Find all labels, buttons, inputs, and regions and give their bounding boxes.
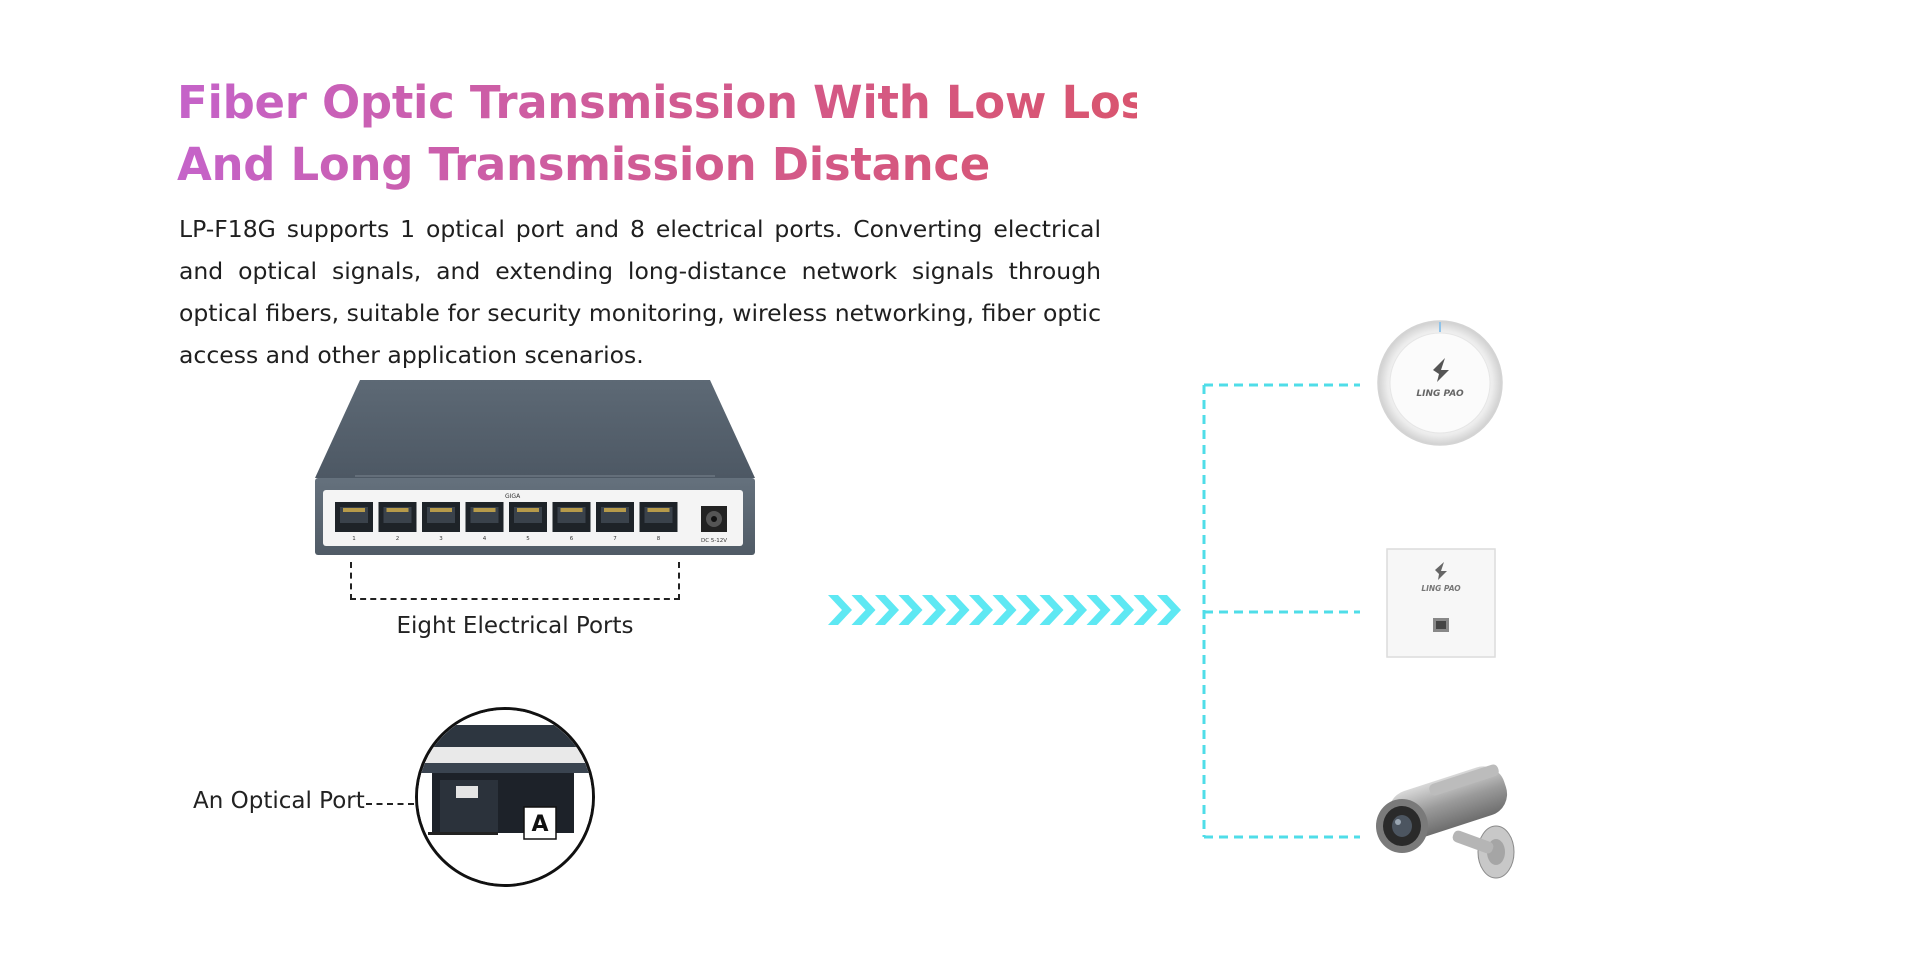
page-title-line-1: Fiber Optic Transmission With Low Loss bbox=[177, 76, 1174, 129]
switch-brand-label: GIGA bbox=[505, 493, 521, 500]
chevron-right-icon bbox=[1157, 595, 1181, 625]
port-number: 4 bbox=[483, 536, 487, 542]
product-description: LP-F18G supports 1 optical port and 8 el… bbox=[179, 215, 1101, 369]
chevron-right-icon bbox=[1110, 595, 1134, 625]
chevron-right-icon bbox=[969, 595, 993, 625]
chevron-right-icon bbox=[1086, 595, 1111, 625]
network-switch-image: GIGA 1 2 3 4 5 6 7 8 DC 5-12V bbox=[315, 380, 755, 555]
panel-ap-logo: LING PAO bbox=[1421, 584, 1461, 593]
cctv-camera-icon bbox=[1376, 764, 1515, 879]
chevron-right-icon bbox=[1039, 595, 1064, 625]
chevron-right-icon bbox=[1016, 595, 1040, 625]
optical-port-label: An Optical Port bbox=[193, 788, 365, 814]
chevron-right-icon bbox=[851, 595, 876, 625]
rj45-port: 3 bbox=[422, 502, 460, 542]
page-title: Fiber Optic Transmission With Low Loss A… bbox=[177, 72, 1137, 196]
chevron-right-icon bbox=[875, 595, 899, 625]
chevron-right-icon bbox=[898, 595, 923, 625]
port-number: 5 bbox=[526, 536, 530, 542]
optical-port-letter: A bbox=[531, 812, 548, 837]
rj45-port: 6 bbox=[552, 502, 591, 542]
ceiling-ap-logo: LING PAO bbox=[1416, 389, 1464, 399]
rj45-port: 8 bbox=[639, 502, 678, 542]
optical-port-zoom: A bbox=[415, 707, 595, 887]
port-number: 7 bbox=[613, 536, 617, 542]
port-number: 6 bbox=[570, 536, 574, 542]
port-number: 3 bbox=[439, 536, 443, 542]
rj45-port: 1 bbox=[335, 502, 373, 542]
electrical-ports-bracket bbox=[350, 562, 680, 600]
rj45-port: 4 bbox=[465, 502, 504, 542]
electrical-ports-label: Eight Electrical Ports bbox=[396, 613, 634, 639]
rj45-port: 7 bbox=[596, 502, 634, 542]
ceiling-access-point-icon: LING PAO bbox=[1377, 320, 1503, 446]
topology-lines bbox=[1202, 383, 1360, 839]
chevron-right-icon bbox=[922, 595, 946, 625]
chevron-right-icon bbox=[828, 595, 1181, 625]
chevron-right-icon bbox=[828, 595, 852, 625]
rj45-ports: 1 2 3 4 5 6 7 8 bbox=[335, 502, 678, 542]
chevron-right-icon bbox=[1133, 595, 1158, 625]
rj45-port: 2 bbox=[378, 502, 417, 542]
page-title-line-2: And Long Transmission Distance bbox=[177, 138, 990, 191]
optical-port-leader-line bbox=[366, 803, 414, 805]
chevron-right-icon bbox=[992, 595, 1017, 625]
rj45-port: 5 bbox=[509, 502, 547, 542]
dc-voltage-label: DC 5-12V bbox=[701, 538, 727, 544]
port-number: 2 bbox=[396, 536, 400, 542]
chevron-right-icon bbox=[945, 595, 970, 625]
optical-port-image: A bbox=[418, 710, 592, 884]
port-number: 8 bbox=[657, 536, 661, 542]
wall-panel-access-point-icon: LING PAO bbox=[1386, 548, 1496, 658]
port-number: 1 bbox=[352, 536, 356, 542]
chevron-right-icon bbox=[1063, 595, 1087, 625]
